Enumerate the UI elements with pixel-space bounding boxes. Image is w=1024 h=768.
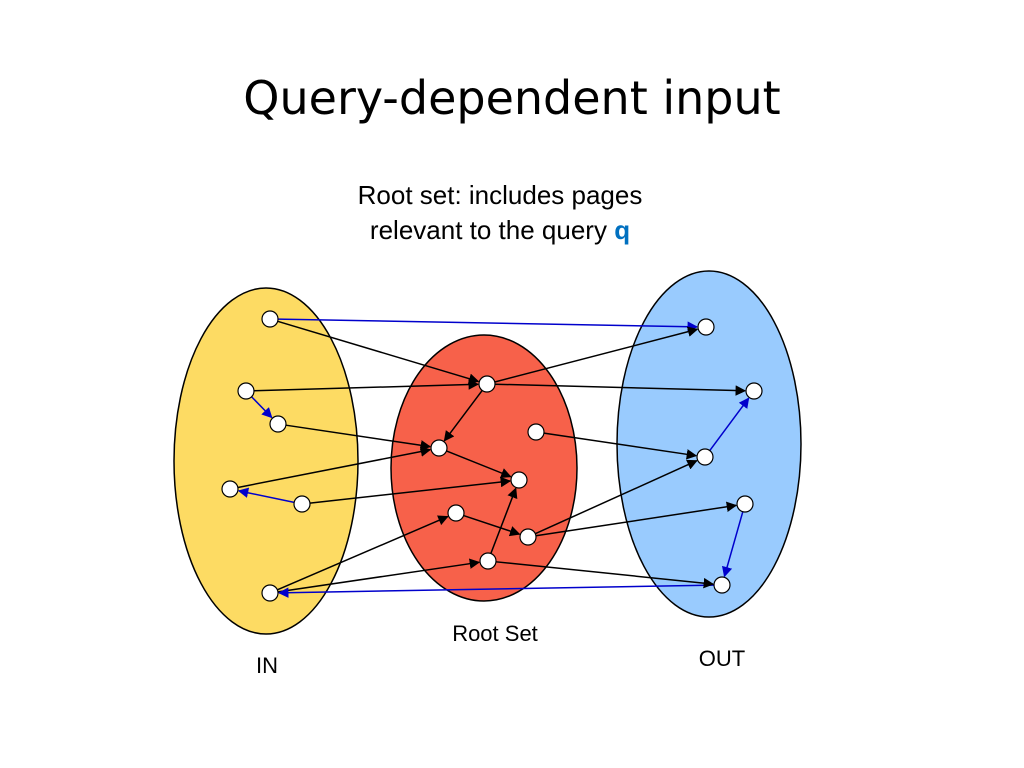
query-symbol: q [614,215,631,245]
node-group [221,310,763,602]
node-o2 [745,382,763,400]
edge-in1-to-r1 [277,320,480,384]
caption-line-2: relevant to the query q [262,213,738,248]
edge-in4-to-r3 [237,446,432,489]
edge-r1-to-r3 [443,389,483,442]
edge-r7-to-r4 [490,487,518,554]
node-o4 [736,495,754,513]
node-in2 [237,382,255,400]
node-o5 [713,576,731,594]
edge-in2-to-in3 [251,396,273,419]
edge-group [237,318,750,598]
edge-o3-to-o2 [709,397,750,452]
edge-in5-to-r4 [309,476,512,504]
edge-r6-to-o4 [535,501,738,537]
root-set-label: Root Set [452,621,538,646]
edge-r1-to-o1 [494,326,699,383]
edge-in6-to-r7 [277,558,481,593]
node-r2 [527,423,545,441]
node-r6 [519,528,537,546]
node-r1 [478,375,496,393]
node-in6 [261,584,279,602]
node-r5 [447,504,465,522]
edge-in6-to-r5 [277,515,449,591]
caption-line-1: Root set: includes pages [357,180,643,210]
edge-r1-to-o2 [494,383,747,396]
root-set-caption: Root set: includes pages relevant to the… [262,178,738,248]
node-r3 [430,439,448,457]
edge-in1-to-o1 [277,318,699,332]
node-in1 [261,310,279,328]
node-o3 [696,448,714,466]
edge-r2-to-o3 [543,432,698,460]
node-r4 [510,471,528,489]
node-r7 [479,552,497,570]
edge-r7-to-o5 [495,561,715,589]
node-in4 [221,480,239,498]
slide-title: Query-dependent input [243,71,781,125]
edge-r6-to-o3 [534,459,698,535]
edge-in3-to-r3 [285,424,432,451]
node-in5 [293,495,311,513]
edge-o4-to-o5 [721,511,744,578]
edge-r5-to-r6 [463,514,521,537]
edge-o5-to-in6 [277,584,715,598]
edge-r3-to-r4 [446,450,512,479]
node-o1 [697,318,715,336]
node-in3 [269,415,287,433]
caption-line-2-text: relevant to the query [369,215,615,245]
edge-in5-to-in4 [237,487,295,504]
out-label: OUT [699,646,745,671]
in-set-ellipse [173,287,359,635]
edge-in2-to-r1 [253,379,480,392]
in-label: IN [256,653,278,678]
